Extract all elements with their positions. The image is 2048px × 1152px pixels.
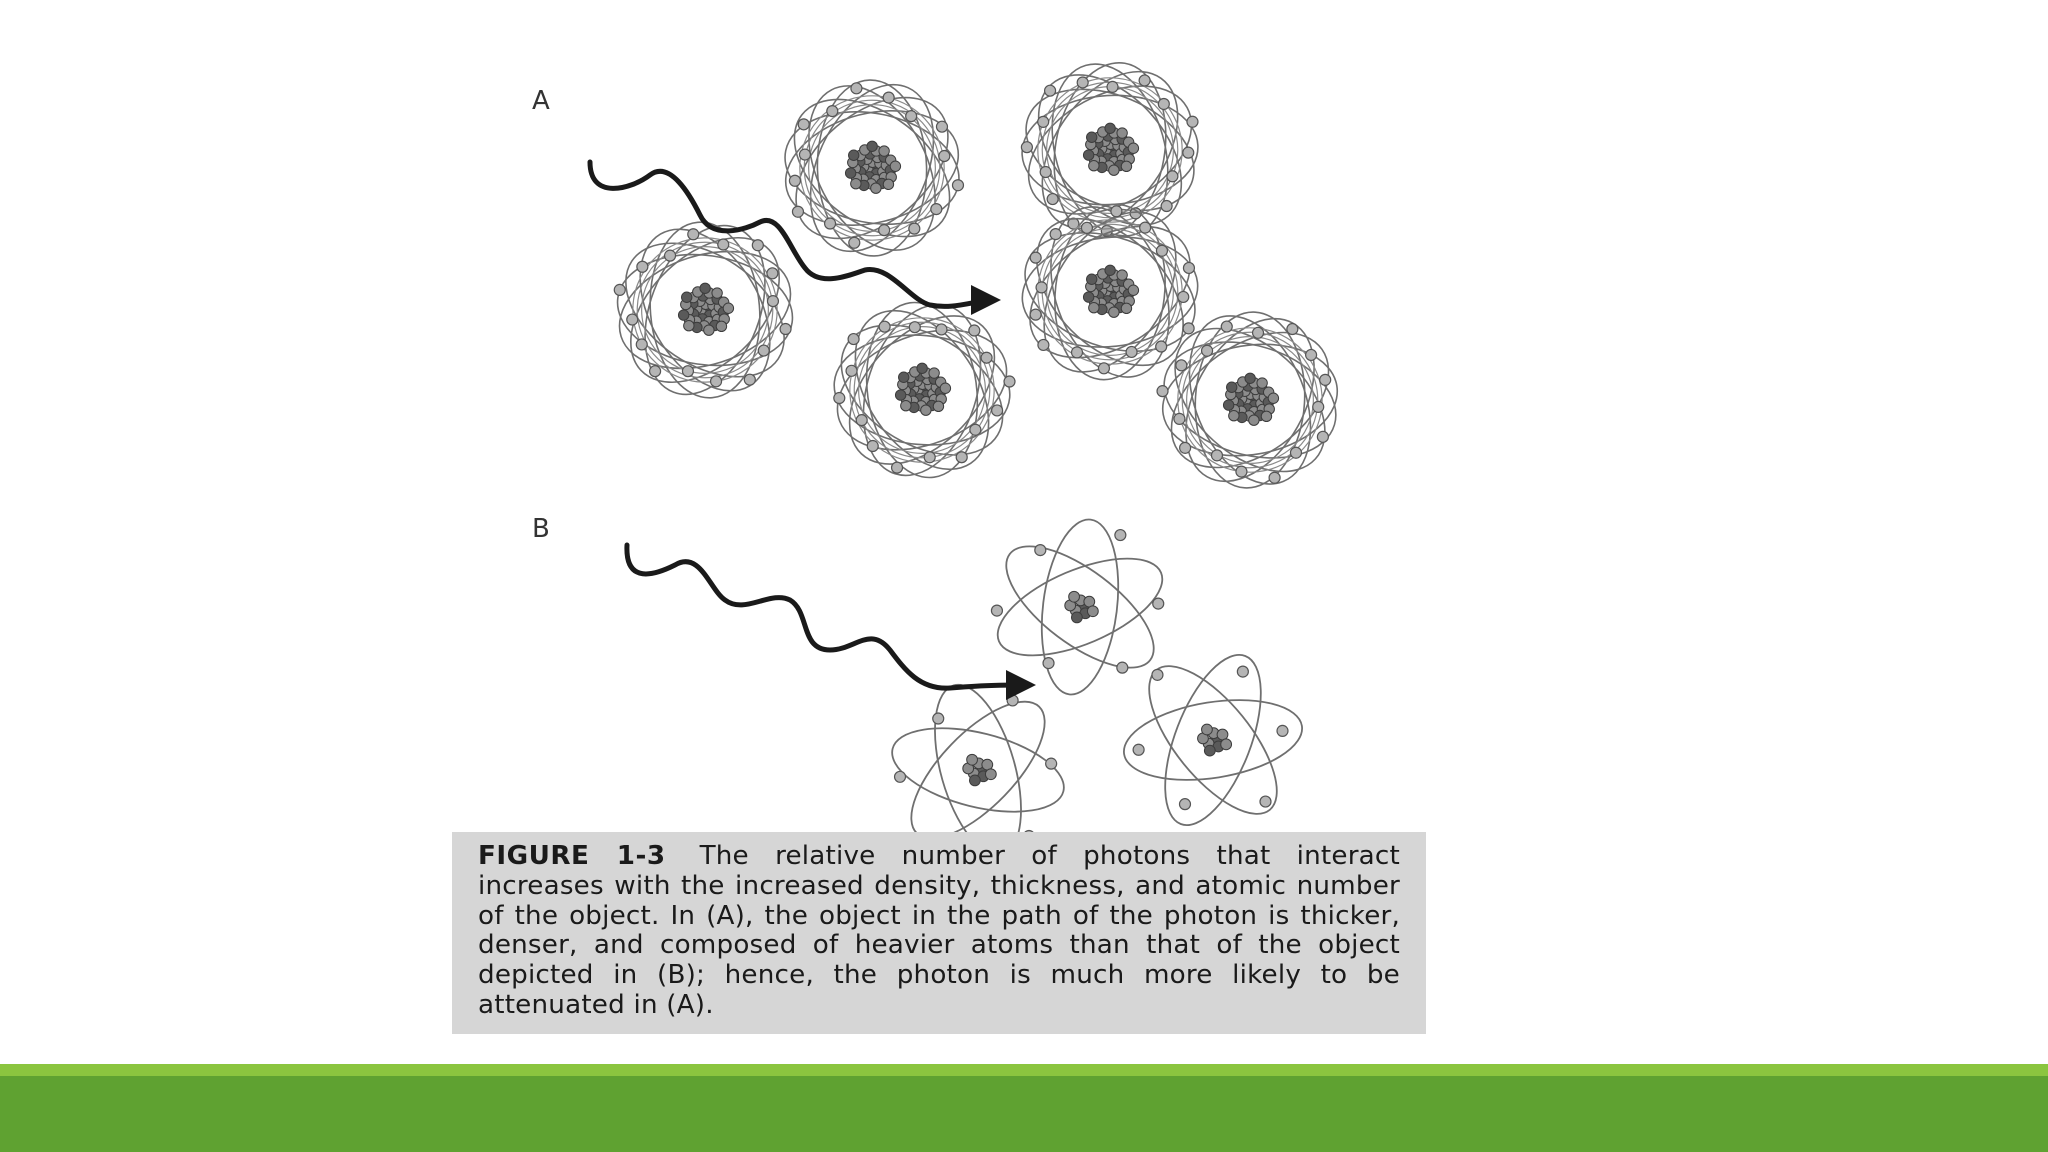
heavy-atom-icon (613, 221, 794, 399)
photon-path-b-icon (624, 542, 1036, 701)
heavy-atom-icon (833, 301, 1016, 479)
footer-accent-stripe (0, 1064, 2048, 1076)
panel-label-a: A (532, 86, 550, 116)
light-atom-icon (1123, 653, 1303, 827)
heavy-atom-icon (1020, 61, 1199, 239)
light-atom-icon (990, 518, 1165, 696)
heavy-atom-icon (784, 79, 965, 257)
photon-path-a-icon (587, 159, 1001, 316)
caption-label: FIGURE 1-3 (478, 841, 666, 871)
heavy-atoms-group (613, 61, 1339, 489)
heavy-atom-icon (1021, 203, 1199, 381)
heavy-atom-icon (1156, 311, 1339, 489)
footer-band (0, 1076, 2048, 1152)
panel-label-b: B (532, 514, 550, 544)
caption-body: The relative number of photons that inte… (478, 841, 1400, 1020)
